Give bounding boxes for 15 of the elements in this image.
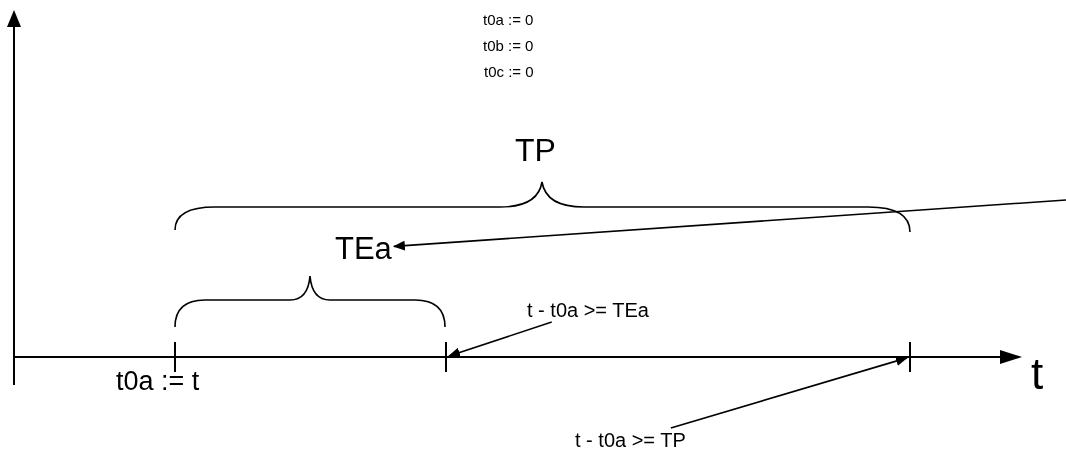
condition-label: t - t0a >= TEa (527, 300, 649, 320)
leader-line (670, 356, 908, 429)
tick-mark (445, 342, 447, 372)
init-label: t0b := 0 (483, 38, 534, 53)
condition-label: t - t0a >= TP (575, 430, 686, 450)
axis-label: t (1031, 352, 1044, 396)
init-label: t0c := 0 (484, 64, 534, 79)
interval-label: TEa (335, 233, 392, 264)
tick-mark (909, 342, 911, 372)
leader-line (448, 321, 553, 358)
init-label: t0a := 0 (483, 12, 534, 27)
interval-label: TP (515, 134, 556, 166)
arrow (392, 199, 1066, 251)
assignment-label: t0a := t (116, 368, 200, 395)
tick-mark (174, 342, 176, 372)
